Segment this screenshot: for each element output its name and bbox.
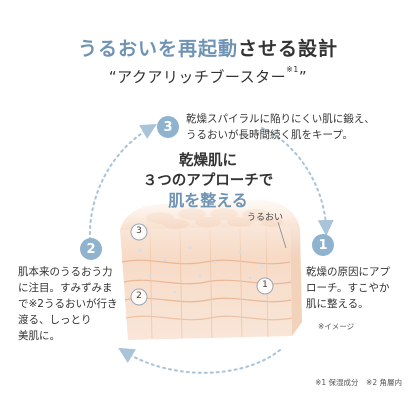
step-3-number: 3 <box>163 119 173 135</box>
footnotes: ※1 保湿成分 ※2 角層内 <box>315 378 402 387</box>
step-1-line-3: 肌に整える。 <box>306 298 369 310</box>
step-2-line-1: 肌本来のうるおう力 <box>18 266 113 278</box>
center-title: 乾燥肌に ３つのアプローチで 肌を整える <box>0 151 416 211</box>
cube-layer-2: 2 <box>136 291 142 301</box>
subtitle-text: “アクアリッチブースター <box>108 68 287 86</box>
step-3-line-2: うるおいが長時間続く肌をキープ。 <box>186 129 354 141</box>
headline-rest: させる設計 <box>238 38 339 60</box>
step-1-line-2: ローチ。すこやか <box>306 282 390 294</box>
subtitle-footnote-mark: ※1 <box>286 65 299 74</box>
skin-cube-illustration <box>112 188 308 340</box>
arc-bottom <box>118 347 281 374</box>
step-2-line-3: で※2うるおいが行き <box>18 298 118 310</box>
step-2-badge: 2 <box>80 238 102 260</box>
moisture-label: うるおい <box>247 213 284 223</box>
step-2-line-5: 美肌に。 <box>18 330 60 342</box>
step-1-badge: 1 <box>312 234 334 256</box>
image-note: ※イメージ <box>318 322 355 331</box>
step-3-badge: 3 <box>157 116 179 138</box>
cube-layer-markers <box>130 223 274 306</box>
center-line-3: 肌を整える <box>168 191 248 210</box>
arc-left <box>88 123 157 241</box>
step-2-text: 肌本来のうるおう力 に注目。すみずみま で※2うるおいが行き 渡る、しっとり 美… <box>18 264 117 344</box>
step-2-line-2: に注目。すみずみま <box>18 282 113 294</box>
step-2-line-4: 渡る、しっとり <box>18 314 92 326</box>
step-1-line-1: 乾燥の原因にアプ <box>306 266 390 278</box>
headline-accent: うるおいを再起動 <box>77 38 238 60</box>
headline: うるおいを再起動させる設計 <box>0 34 416 61</box>
cube-layer-3: 3 <box>136 226 142 236</box>
cube-layer-1: 1 <box>262 280 268 290</box>
step-1-number: 1 <box>318 237 328 253</box>
arc-right <box>261 127 334 236</box>
step-1-text: 乾燥の原因にアプ ローチ。すこやか 肌に整える。 <box>306 264 390 312</box>
step-2-number: 2 <box>86 241 96 257</box>
step-3-line-1: 乾燥スパイラルに陥りにくい肌に鍛え、 <box>186 113 375 125</box>
subtitle: “アクアリッチブースター※1” <box>0 65 416 87</box>
step-3-text: 乾燥スパイラルに陥りにくい肌に鍛え、 うるおいが長時間続く肌をキープ。 <box>186 111 375 143</box>
subtitle-close: ” <box>298 68 308 86</box>
center-line-1: 乾燥肌に <box>179 153 237 169</box>
center-line-2: ３つのアプローチで <box>142 173 274 189</box>
